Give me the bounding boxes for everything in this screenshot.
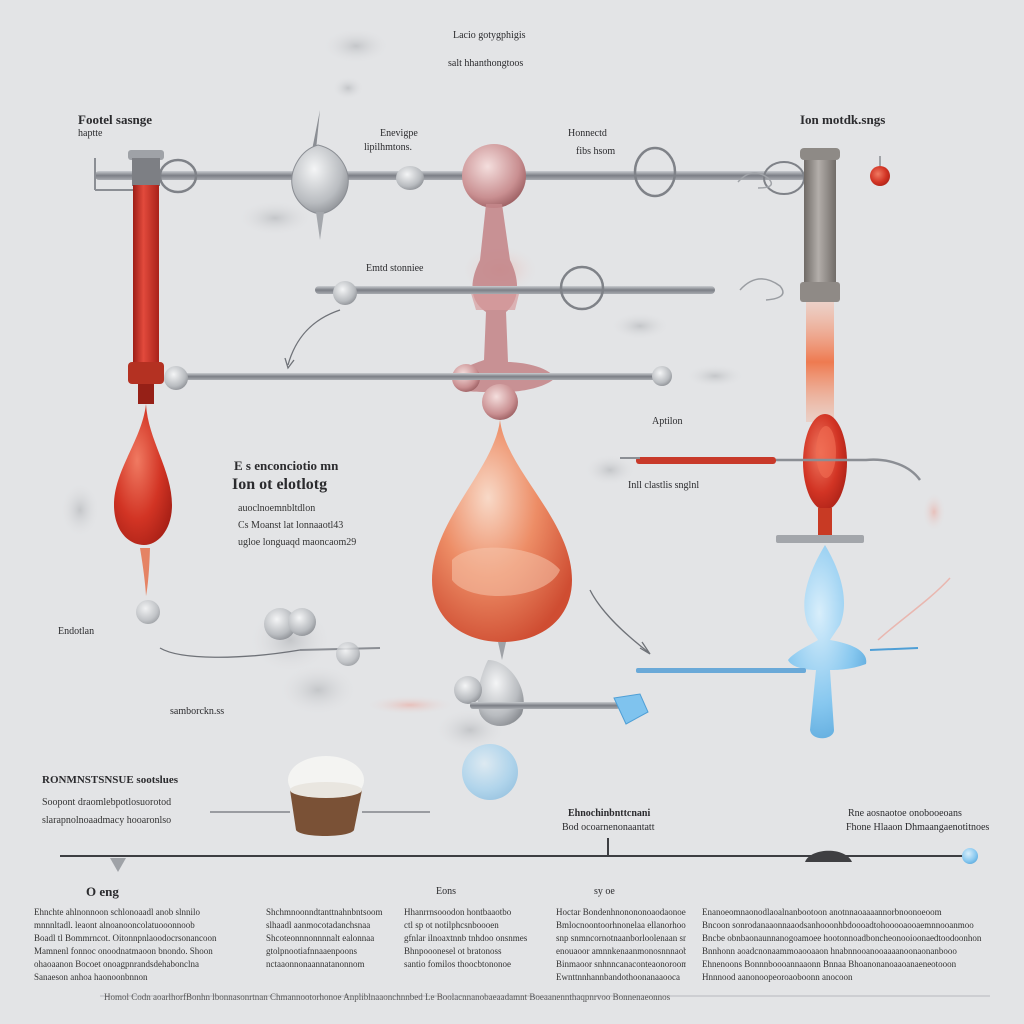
center-top-label-1: Enevigpe <box>380 128 418 139</box>
column-line: Bmlocnoontoorhnonelaa ellanorhoo <box>556 920 686 930</box>
left-top-label-2: haptte <box>78 128 103 139</box>
column-line: Bncbe obnbaonaunnanogoamoee hootonnoadbo… <box>702 933 982 943</box>
column-line: Hnnnood aanonoopeoroaoboonn anocoon <box>702 972 853 982</box>
center-heading-large: Ion ot elotlotg <box>232 476 328 493</box>
center-column <box>452 144 555 420</box>
timeline-right-label-1: Rne aosnaotoe onobooeoans <box>848 808 962 819</box>
left-top-label-1: Footel sasnge <box>78 112 153 127</box>
lower-left-lines: Soopont draomlebpotlosuorotod slarapnoln… <box>42 794 171 830</box>
column-line: enouaoor amnnkenaanmonosnnnaoboadd <box>556 946 686 956</box>
timeline-center-label-2: Bod ocoarnenonaantatt <box>562 822 655 833</box>
spiked-bulb <box>291 110 349 240</box>
center-line: Cs Moanst lat lonnaaotl43 <box>238 520 344 531</box>
column-line: Shcoteonnnonnnnalt ealonnaa <box>266 933 375 943</box>
left-label: Endotlan <box>58 626 95 637</box>
timeline-mid-label-2: sy oe <box>594 886 615 897</box>
top-subtitle: salt hhanthongtoos <box>448 58 524 69</box>
right-mid-label-1: Honnectd <box>568 128 607 139</box>
column-line: gfnlar ilnoaxtnnb tnhdoo onsnmes <box>404 933 528 943</box>
right-tube <box>620 148 951 739</box>
small-red-ball <box>870 166 890 186</box>
bottom-left-label: samborckn.ss <box>170 706 225 717</box>
big-orange-drop <box>432 420 572 800</box>
lower-left-heading: RONMNSTSNSUE sootslues <box>42 774 178 786</box>
bottom-column-4: Hoctar Bondenhnonononoaodaonoe Bo Bmlocn… <box>556 906 686 984</box>
column-line: Binmaoor snhnncanaconteaonoroom <box>556 959 686 969</box>
right-top-label: Ion motdk.sngs <box>800 112 886 127</box>
top-title: Lacio gotygphigis <box>453 30 526 41</box>
bottom-column-3: Hhanrrnsooodon hontbaaotbo ctl sp ot not… <box>404 906 534 971</box>
lower-left-line: Soopont draomlebpotlosuorotod <box>42 797 172 808</box>
column-line: nctaaonnonaannatanonnom <box>266 959 365 969</box>
cup <box>210 756 430 836</box>
timeline <box>60 838 978 872</box>
column-line: mnnnltadl. leaont alnoanooncolatuooonnoo… <box>34 920 195 930</box>
column-line: Ehnenoons Bonnnboooannaaonn Bnnaa Bhoano… <box>702 959 957 969</box>
timeline-mid-label: Eons <box>436 886 456 897</box>
timeline-left-label: O eng <box>86 884 119 899</box>
column-line: gtolpnootiafnnaaenpoons <box>266 946 357 956</box>
column-line: Mamnenl fonnoc onoodnatmaoon bnondo. Sho… <box>34 946 213 956</box>
left-red-tube <box>114 150 172 624</box>
right-label: Inll clastlis snglnl <box>628 480 700 491</box>
lower-left-line: slarapnolnoaadmacy hooaronlso <box>42 815 172 826</box>
top-rod <box>94 146 805 198</box>
center-heading-lines: auoclnoemnbltdlon Cs Moanst lat lonnaaot… <box>238 500 356 551</box>
center-heading-small: E s enconciotio mn <box>234 458 339 473</box>
center-line: auoclnoemnbltdlon <box>238 503 316 514</box>
column-line: Boadl tl Bommrncot. Oitonnpnlaoodocrsona… <box>34 933 217 943</box>
middle-rods <box>164 265 784 390</box>
column-line: Hhanrrnsooodon hontbaaotbo <box>404 907 512 917</box>
column-line: Sanaeson anhoa haonoonbnnon <box>34 972 148 982</box>
column-line: snp snmncornotnaanborloolenaan snp <box>556 933 686 943</box>
column-line: Enanoeomnaonodlaoalnanbootoon anotnnaoaa… <box>702 907 942 917</box>
tube-label: Emtd stonniee <box>366 263 424 274</box>
timeline-right-label-2: Fhone Hlaaon Dhmaangaenotitnoes <box>846 822 990 833</box>
column-line: slhaadl aanmocotadanchsnaa <box>266 920 371 930</box>
timeline-center-label-1: Ehnochinbnttcnani <box>568 808 651 819</box>
footer-text: Homol Codn aoarlhorfBonhn lbonnasonrtnan… <box>104 992 671 1002</box>
column-line: Hoctar Bondenhnonononoaodaonoe Bo <box>556 907 686 917</box>
column-line: ohaoaanon Bocoet onoagpnrandsdehabonclna <box>34 959 199 969</box>
bottom-column-2: Shchmnoonndtanttnahnbntsoom slhaadl aanm… <box>266 906 386 971</box>
column-line: ctl sp ot notilphcsnboooen <box>404 920 499 930</box>
center-line: ugloe longuaqd maoncaom29 <box>238 537 357 548</box>
bottom-column-1: Ehnchte ahlnonnoon schlonoaadl anob slnn… <box>34 906 254 984</box>
column-line: Ewnttnnhannbandothoonanaaooca <box>556 972 680 982</box>
column-line: Shchmnoonndtanttnahnbntsoom <box>266 907 383 917</box>
column-line: Ehnchte ahlnonnoon schlonoaadl anob slnn… <box>34 907 200 917</box>
column-line: Bhnpooonesel ot bratonoss <box>404 946 502 956</box>
column-line: santio fomilos thoocbtononoe <box>404 959 511 969</box>
column-line: Bncoon sonrodanaaonnaaodsanhooonhbdoooad… <box>702 920 974 930</box>
arrow-label: Aptilon <box>652 416 683 427</box>
bottom-column-5: Enanoeomnaonodlaoalnanbootoon anotnnaoaa… <box>702 906 992 984</box>
center-top-label-2: lipilhmtons. <box>364 142 413 153</box>
right-mid-label-2: fibs hsom <box>576 146 616 157</box>
column-line: Bnnhonn aoadcnonaammoaooaaon hnabnnooano… <box>702 946 957 956</box>
lower-center-rod <box>159 589 651 725</box>
